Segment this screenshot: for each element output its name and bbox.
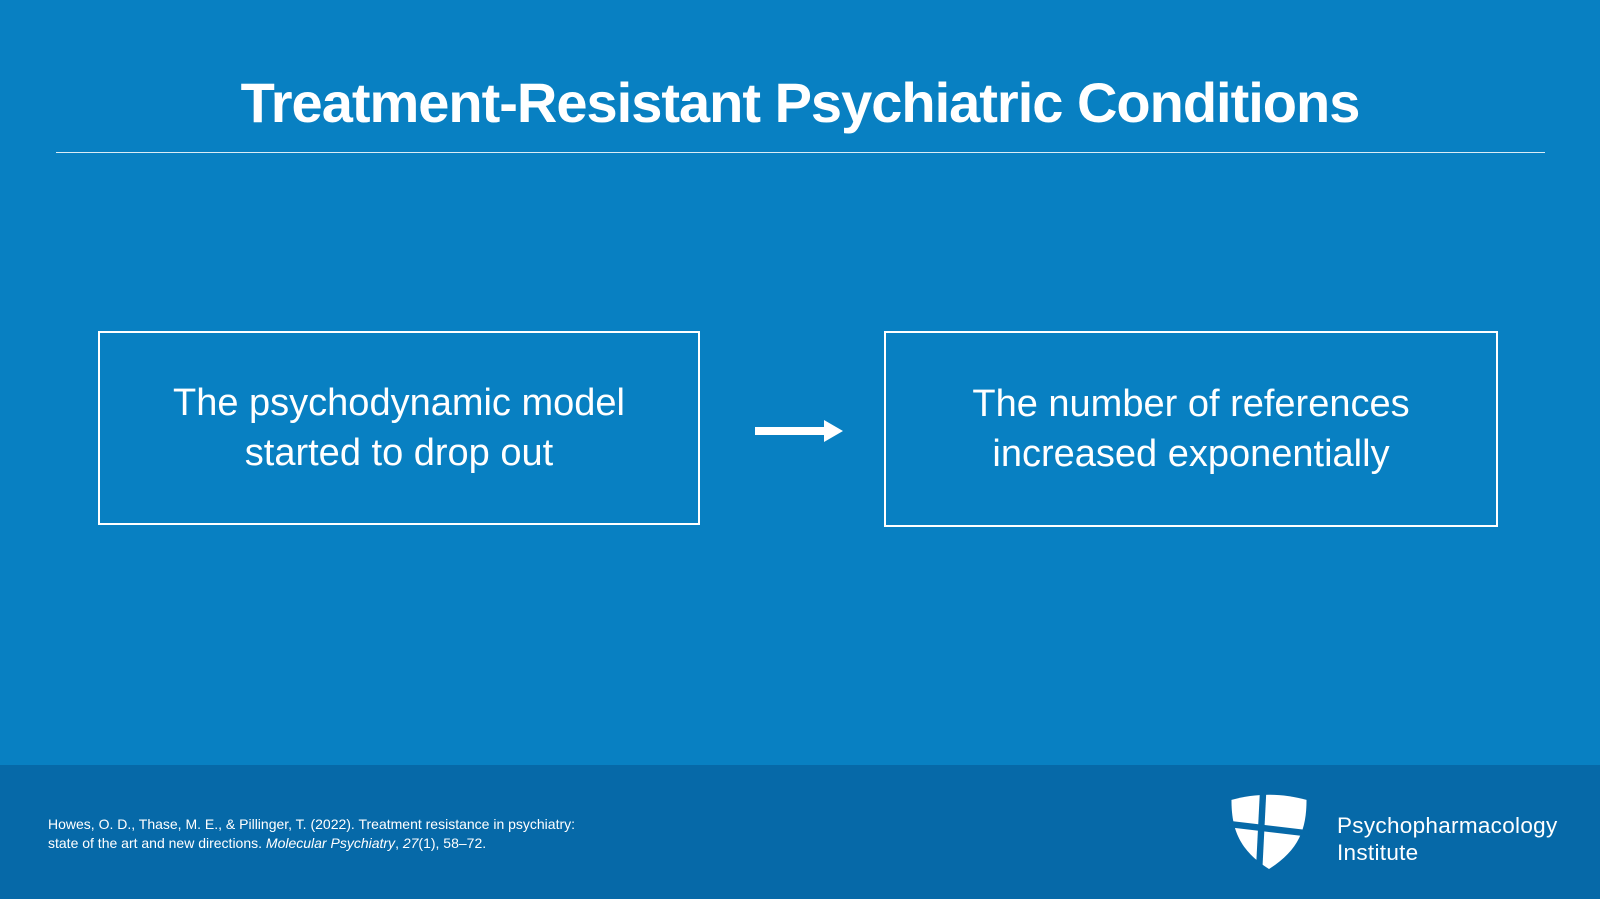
footer-band: Howes, O. D., Thase, M. E., & Pillinger,…	[0, 765, 1600, 899]
left-textbox-line1: The psychodynamic model	[173, 382, 625, 424]
citation: Howes, O. D., Thase, M. E., & Pillinger,…	[48, 815, 575, 853]
slide-title: Treatment-Resistant Psychiatric Conditio…	[240, 71, 1361, 134]
left-textbox-line2: started to drop out	[244, 432, 554, 474]
citation-line2-post: (1), 58–72.	[418, 835, 487, 851]
citation-journal: Molecular Psychiatry	[265, 835, 396, 851]
right-arrow-icon	[755, 420, 843, 442]
title-divider	[56, 152, 1545, 153]
shield-cross-icon	[1229, 792, 1309, 871]
right-textbox-line1: The number of references	[972, 383, 1410, 425]
citation-sep: ,	[395, 835, 403, 851]
citation-line2-pre: state of the art and new directions.	[48, 835, 266, 851]
right-textbox: The number of references increased expon…	[884, 331, 1498, 527]
logo-wordmark-line1: Psychopharmacology	[1337, 813, 1558, 838]
citation-line1: Howes, O. D., Thase, M. E., & Pillinger,…	[48, 816, 576, 832]
logo-wordmark: Psychopharmacology Institute	[1337, 812, 1558, 866]
right-textbox-line2: increased exponentially	[992, 433, 1390, 475]
logo-wordmark-line2: Institute	[1337, 840, 1419, 865]
left-textbox: The psychodynamic model started to drop …	[98, 331, 700, 525]
citation-volume: 27	[402, 835, 419, 851]
